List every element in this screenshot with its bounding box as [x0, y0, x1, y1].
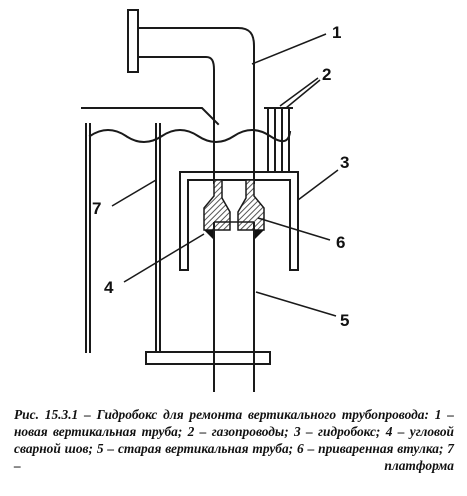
platform	[81, 107, 271, 365]
gas-pipelines	[264, 107, 293, 171]
label-1: 1	[332, 23, 341, 42]
label-4: 4	[104, 278, 114, 297]
pipe-flange	[127, 9, 139, 73]
label-6: 6	[336, 233, 345, 252]
hydrobox-diagram: 1 2 3 6 4 5 7	[81, 9, 349, 392]
leader-lines	[111, 33, 339, 317]
old-vertical-pipe	[213, 221, 255, 392]
welded-sleeve	[203, 179, 265, 231]
label-5: 5	[340, 311, 349, 330]
label-7: 7	[92, 199, 101, 218]
label-2: 2	[322, 65, 331, 84]
new-vertical-pipe	[137, 27, 255, 184]
water-surface	[88, 129, 292, 143]
label-3: 3	[340, 153, 349, 172]
fillet-weld	[204, 230, 264, 240]
hydrobox	[179, 171, 299, 271]
figure-caption: Рис. 15.3.1 – Гидробокс для ремонта верт…	[14, 407, 454, 473]
